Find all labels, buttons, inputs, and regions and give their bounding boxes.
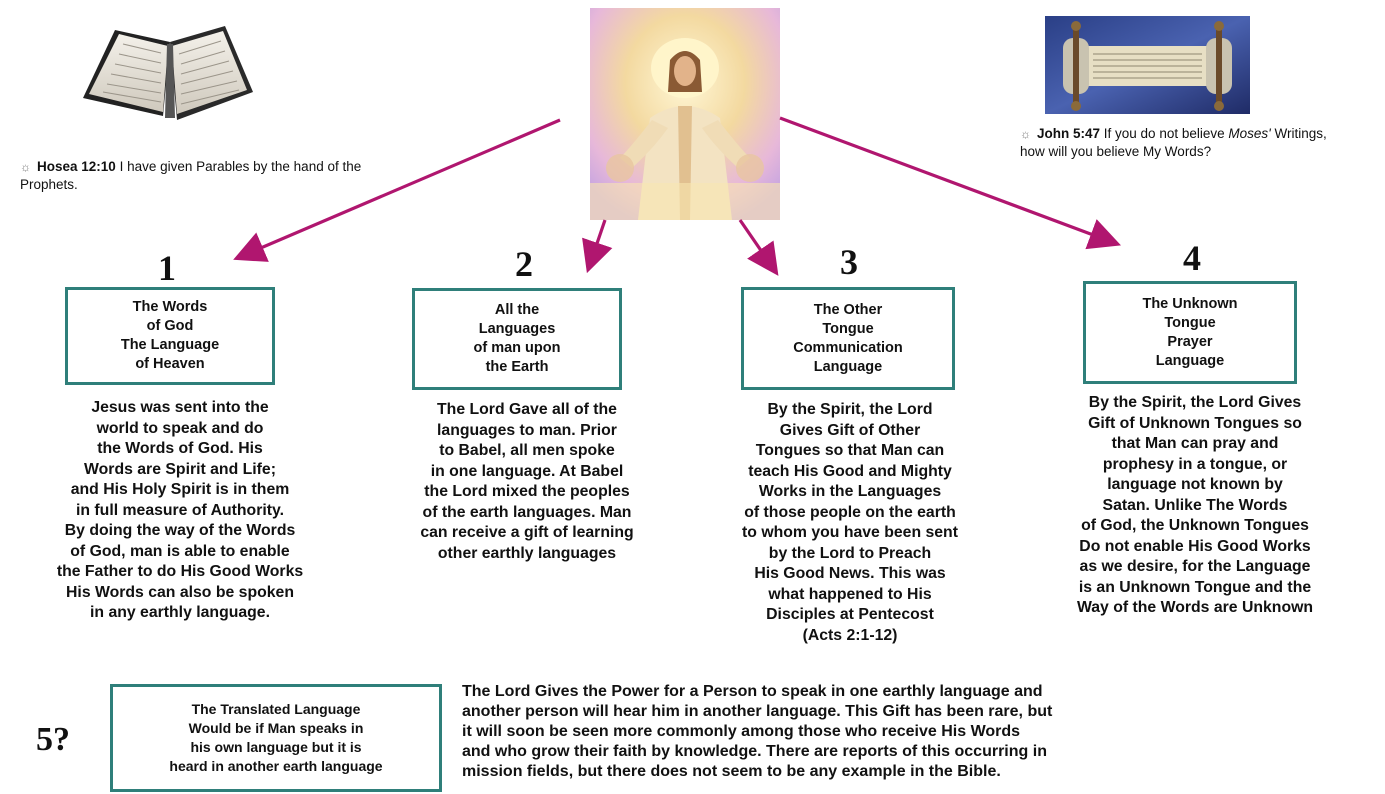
arrow-to-3 <box>738 219 779 276</box>
box-words-of-god: The Words of God The Language of Heaven <box>65 287 275 385</box>
arrow-to-4 <box>779 116 1121 250</box>
jesus-portrait-image <box>590 8 780 220</box>
box-label: The Words of God The Language of Heaven <box>120 299 220 372</box>
description-5: The Lord Gives the Power for a Person to… <box>462 683 1053 780</box>
item-number-2: 2 <box>515 244 533 284</box>
quote-reference: John 5:47 <box>1037 126 1101 141</box>
item-number-3: 3 <box>840 242 858 282</box>
box-label: The Unknown Tongue Prayer Language <box>1142 295 1238 369</box>
box-translated-language: The Translated Language Would be if Man … <box>110 684 442 792</box>
box-other-tongue: The Other Tongue Communication Language <box>741 287 955 390</box>
arrow-to-2 <box>582 219 613 274</box>
torah-scroll-image <box>1045 16 1250 114</box>
item-number-4: 4 <box>1183 238 1201 278</box>
quote-john: ☼John 5:47 If you do not believe Moses' … <box>1020 125 1350 160</box>
star-bullet-icon: ☼ <box>1020 127 1031 141</box>
item-number-1: 1 <box>158 248 176 288</box>
item-number-5: 5? <box>36 721 70 758</box>
quote-italic-text: Moses' <box>1228 126 1271 141</box>
box-label: The Other Tongue Communication Language <box>793 301 903 375</box>
arrow-to-1 <box>233 118 561 262</box>
box-label: All the Languages of man upon the Earth <box>473 302 561 375</box>
box-unknown-tongue: The Unknown Tongue Prayer Language <box>1083 281 1297 384</box>
open-bible-image <box>75 20 260 130</box>
description-3: By the Spirit, the Lord Gives Gift of Ot… <box>742 401 958 644</box>
description-2: The Lord Gave all of the languages to ma… <box>420 401 634 562</box>
quote-text: I have given Parables by the hand of the… <box>20 159 362 192</box>
box-label: The Translated Language Would be if Man … <box>169 701 383 774</box>
description-4: By the Spirit, the Lord Gives Gift of Un… <box>1076 394 1314 616</box>
star-bullet-icon: ☼ <box>20 160 31 174</box>
box-languages-of-man: All the Languages of man upon the Earth <box>412 288 622 390</box>
quote-text-end: Writings, how will you believe My Words? <box>1020 126 1327 159</box>
quote-hosea: ☼ Hosea 12:10 I have given Parables by th… <box>20 158 370 193</box>
quote-text: If you do not believe <box>1100 126 1229 141</box>
quote-reference: Hosea 12:10 <box>37 159 116 174</box>
description-1: Jesus was sent into the world to speak a… <box>56 399 304 621</box>
